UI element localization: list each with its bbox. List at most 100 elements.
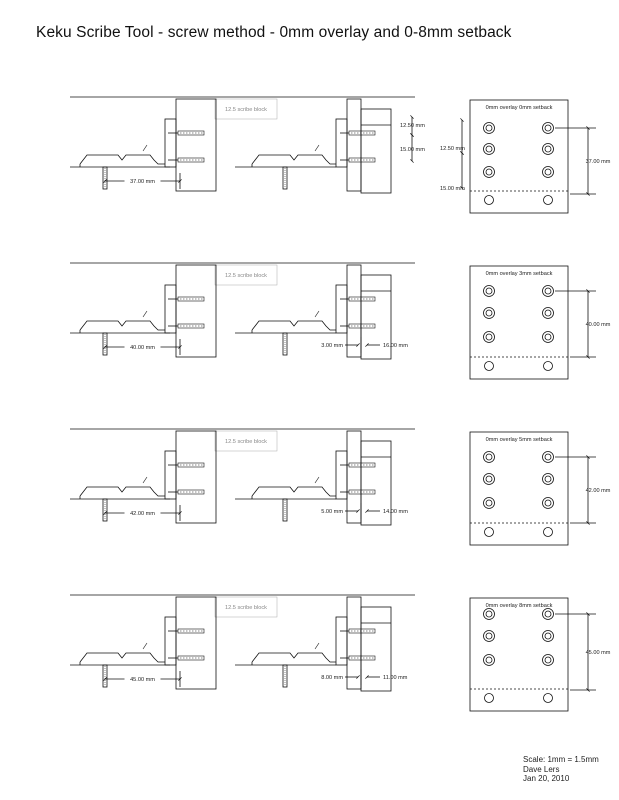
wall-block (360, 440, 392, 526)
screw-hole-outer (483, 143, 495, 155)
door-edge-profile (251, 652, 336, 663)
screw-hole-outer (483, 285, 495, 297)
hole-panel (469, 265, 569, 380)
screw-hole (348, 489, 376, 495)
screw-hole (177, 296, 205, 302)
right-dimension-label: 16.00 mm (383, 343, 408, 349)
scribe-post (102, 166, 108, 190)
scribe-post (102, 498, 108, 522)
scribe-block-body (175, 596, 217, 690)
screw-hole-outer (483, 630, 495, 642)
scribe-block-label: 12.5 scribe block (225, 273, 267, 279)
scribe-block-body (175, 98, 217, 192)
screw-hole-outer (542, 497, 554, 509)
scribe-block-body (175, 264, 217, 358)
shelf-pin-hole (484, 693, 494, 703)
shelf-pin-hole (543, 693, 553, 703)
left-dimension-label: 40.00 mm (130, 345, 155, 351)
screw-hole-inner (544, 632, 552, 640)
scribe-block-body (175, 430, 217, 524)
screw-hole-inner (544, 475, 552, 483)
wall-block (360, 108, 392, 194)
page-title: Keku Scribe Tool - screw method - 0mm ov… (36, 24, 512, 41)
hole-panel (469, 99, 569, 214)
screw-hole-inner (485, 145, 493, 153)
scribe-block-body (346, 98, 362, 192)
setback-label: 8.00 mm (321, 675, 343, 681)
door-edge-profile (79, 486, 165, 497)
screw-hole-outer (542, 307, 554, 319)
screw-hole-inner (485, 333, 493, 341)
screw-hole-inner (544, 309, 552, 317)
screw-hole (177, 655, 205, 661)
screw-hole-inner (544, 145, 552, 153)
screw-hole-outer (483, 473, 495, 485)
shelf-pin-hole (484, 195, 494, 205)
shelf-pin-hole (543, 527, 553, 537)
scribe-post (282, 664, 288, 688)
screw-hole-outer (542, 331, 554, 343)
screw-hole-outer (483, 331, 495, 343)
screw-hole (348, 462, 376, 468)
right-dimension-label: 11.00 mm (383, 675, 408, 681)
author-name: Dave Lers (523, 764, 560, 774)
screw-hole (348, 323, 376, 329)
drawing-date: Jan 20, 2010 (523, 774, 570, 784)
door-edge-profile (251, 154, 336, 165)
hole-panel (469, 597, 569, 712)
screw-hole-inner (544, 333, 552, 341)
screw-hole (177, 130, 205, 136)
scribe-post (282, 332, 288, 356)
screw-hole-outer (542, 451, 554, 463)
scribe-post (102, 332, 108, 356)
hole-panel (469, 431, 569, 546)
screw-hole-outer (542, 122, 554, 134)
scribe-mark (142, 642, 148, 650)
screw-hole-outer (483, 451, 495, 463)
screw-hole-inner (485, 610, 493, 618)
panel-title: 0mm overlay 8mm setback (486, 603, 553, 609)
screw-hole-inner (485, 499, 493, 507)
door-edge-profile (79, 320, 165, 331)
scribe-block-label: 12.5 scribe block (225, 107, 267, 113)
wall-block (360, 274, 392, 360)
screw-hole-inner (544, 656, 552, 664)
shelf-pin-hole (543, 361, 553, 371)
screw-hole (348, 655, 376, 661)
scale-note: Scale: 1mm = 1.5mm (523, 755, 599, 764)
scribe-mark (142, 144, 148, 152)
screw-hole-outer (542, 608, 554, 620)
panel-dimension-label: 42.00 mm (586, 488, 611, 494)
scribe-mark (314, 144, 320, 152)
screw-hole (177, 157, 205, 163)
right-dimension-label: 14.00 mm (383, 509, 408, 515)
screw-hole-inner (485, 475, 493, 483)
scribe-block-label-box (214, 596, 278, 618)
panel-left-dimension-label: 12.50 mm (440, 146, 465, 152)
setback-label: 5.00 mm (321, 509, 343, 515)
shelf-pin-hole (484, 527, 494, 537)
scribe-block-label-box (214, 264, 278, 286)
screw-hole-inner (485, 656, 493, 664)
door-edge-profile (79, 652, 165, 663)
shelf-pin-hole (484, 361, 494, 371)
screw-hole-inner (544, 287, 552, 295)
screw-hole-outer (483, 608, 495, 620)
screw-hole-inner (544, 168, 552, 176)
screw-hole-outer (483, 166, 495, 178)
scribe-post (102, 664, 108, 688)
upper-dimension-label: 15.00 mm (400, 147, 425, 153)
scribe-block-label-box (214, 430, 278, 452)
screw-hole-inner (544, 453, 552, 461)
screw-hole-inner (485, 124, 493, 132)
upper-dimension-label: 12.50 mm (400, 123, 425, 129)
door-edge-profile (79, 154, 165, 165)
scribe-mark (314, 642, 320, 650)
scribe-block-body (346, 430, 362, 524)
panel-title: 0mm overlay 0mm setback (486, 105, 553, 111)
panel-dimension-label: 37.00 mm (586, 159, 611, 165)
left-dimension-label: 42.00 mm (130, 511, 155, 517)
